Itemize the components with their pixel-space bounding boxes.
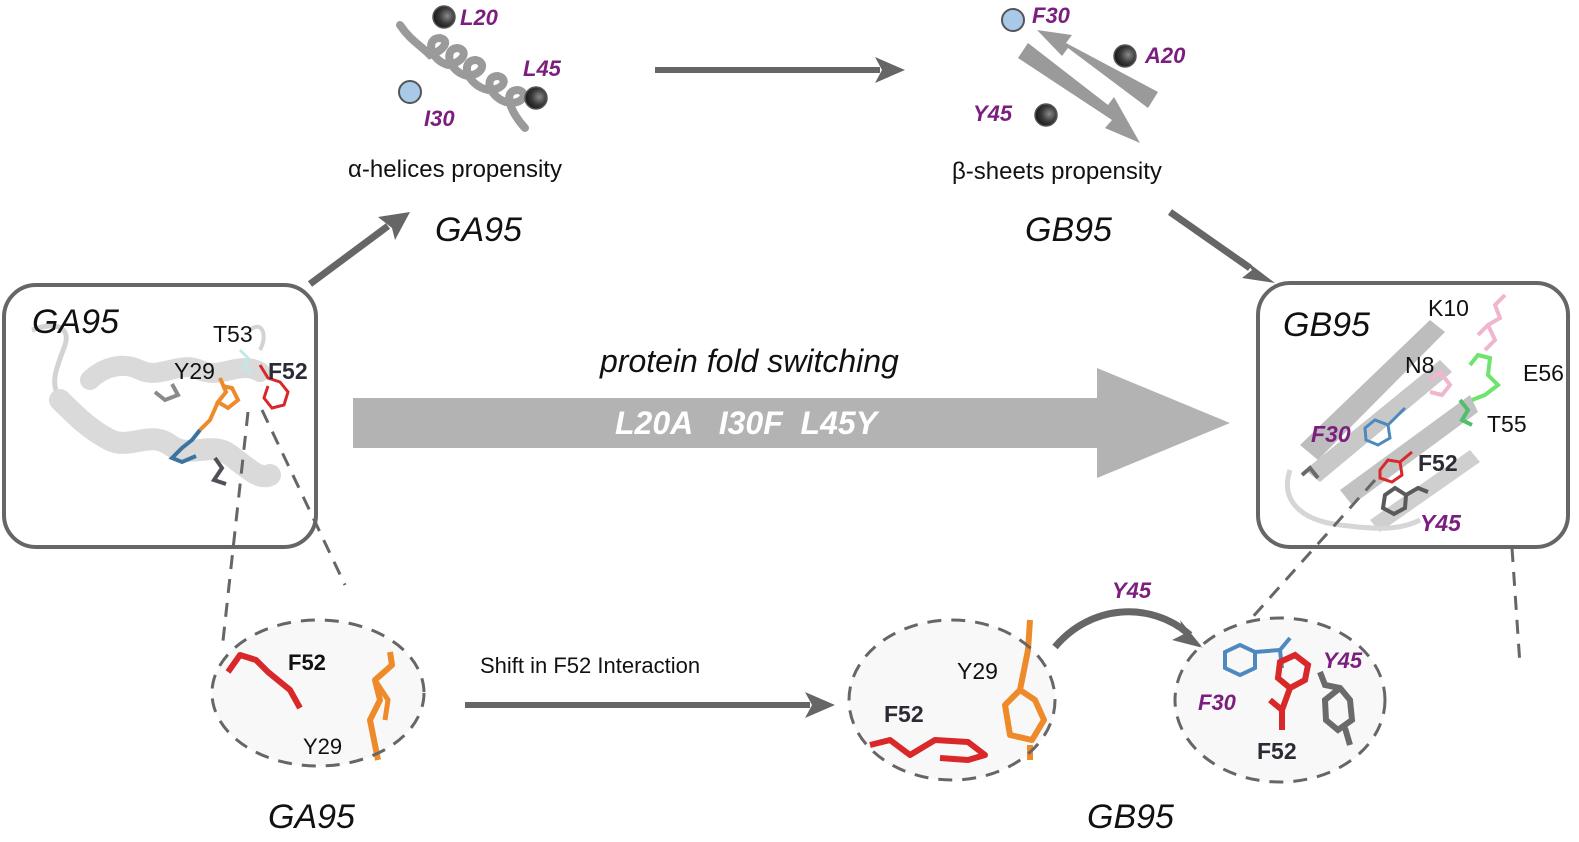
beta-sheet-schematic: [1001, 8, 1158, 143]
zoom2-label-f52: F52: [1257, 738, 1297, 764]
beta-strand-down: [1018, 43, 1140, 143]
sphere-y45: [1034, 103, 1058, 127]
label-l45: L45: [523, 56, 561, 81]
gb95-label-y45: Y45: [1420, 510, 1461, 536]
ga95-bottom-label: GA95: [268, 798, 355, 836]
ga95-top-label: GA95: [435, 211, 522, 249]
zoom-gb95-label-f52: F52: [884, 701, 924, 727]
t53-sidechain: [238, 348, 253, 374]
k10-sidechain: [1476, 293, 1507, 352]
gb95-zoom-detail-1: [847, 618, 1057, 782]
alpha-helix-caption: α-helices propensity: [348, 156, 562, 183]
sphere-l20: [432, 5, 456, 29]
alpha-helix-schematic: [396, 5, 548, 132]
zoom-projection-lines: [220, 409, 1522, 666]
ga95-sidechains: [153, 348, 290, 486]
sphere-i30: [398, 80, 422, 104]
gb95-sidechains: [1300, 293, 1507, 517]
gb95-zoom-detail-2: [1173, 616, 1387, 784]
beta-strand-up: [1037, 30, 1158, 108]
label-i30: I30: [424, 106, 455, 131]
gb95-box-title: GB95: [1283, 306, 1370, 344]
gb95-structure-box: [1256, 281, 1570, 549]
gb95-down-arrow: [1167, 209, 1275, 283]
ga95-zoom-ellipse: [210, 618, 426, 768]
dark-sidechain: [210, 456, 227, 486]
shift-arrow: [465, 692, 835, 718]
fold-switching-title: protein fold switching: [600, 343, 899, 379]
n8-sidechain: [1428, 369, 1453, 398]
zoom2-label-y45: Y45: [1323, 648, 1363, 673]
f52-sidechain: [258, 364, 290, 410]
ga95-label-t53: T53: [213, 321, 253, 347]
gb95-label-k10: K10: [1428, 295, 1469, 321]
label-f30: F30: [1032, 3, 1070, 28]
e56-sidechain: [1468, 352, 1502, 402]
f30-sidechain: [1363, 406, 1407, 447]
gb95-label-f52: F52: [1418, 450, 1458, 476]
sphere-l45: [524, 86, 548, 110]
ga95-label-f52: F52: [268, 358, 308, 384]
zoom2-label-f30: F30: [1198, 690, 1236, 715]
gb95-zoom-ellipse-1: [847, 618, 1057, 782]
zoom-ga95-label-f52: F52: [288, 650, 326, 675]
gb95-label-f30: F30: [1311, 421, 1351, 447]
gb95-top-label: GB95: [1025, 211, 1112, 249]
y45-sidechain: [1380, 485, 1429, 517]
ga95-structure-box: [2, 283, 318, 549]
top-transition-arrow: [655, 57, 905, 83]
sphere-a20: [1113, 44, 1137, 68]
fold-switching-arrow: [353, 368, 1230, 478]
gray-sidechain-gb: [1300, 465, 1320, 480]
ga95-label-y29: Y29: [174, 358, 215, 384]
blue-sidechain: [168, 428, 202, 465]
zoom-ga95-label-y29: Y29: [303, 734, 343, 759]
t55-sidechain: [1458, 398, 1473, 427]
y45-curved-arrow: [1052, 608, 1203, 650]
zoom-gb95-label-y29: Y29: [957, 658, 998, 684]
label-y45: Y45: [973, 101, 1013, 126]
ga95-up-arrow: [307, 212, 410, 287]
gb95-label-e56: E56: [1523, 360, 1564, 386]
helix-coil: [396, 21, 529, 132]
beta-sheet-caption: β-sheets propensity: [952, 158, 1162, 185]
shift-arrow-label: Shift in F52 Interaction: [480, 653, 701, 678]
mutations-label: L20A I30F L45Y: [615, 405, 878, 441]
y29-sidechain: [198, 377, 241, 432]
gray-sidechain: [153, 383, 181, 403]
ga95-box-title: GA95: [32, 303, 119, 341]
gb95-label-t55: T55: [1487, 411, 1527, 437]
f52-sidechain-gb: [1378, 450, 1413, 484]
ga95-zoom-detail: [210, 618, 426, 768]
gb95-bottom-label: GB95: [1087, 798, 1174, 836]
gb95-label-n8: N8: [1405, 352, 1435, 378]
curved-arrow-label-y45: Y45: [1112, 578, 1152, 603]
gb95-zoom-ellipse-2: [1173, 616, 1387, 784]
label-a20: A20: [1145, 43, 1186, 68]
sphere-f30: [1001, 8, 1025, 32]
label-l20: L20: [460, 5, 498, 30]
